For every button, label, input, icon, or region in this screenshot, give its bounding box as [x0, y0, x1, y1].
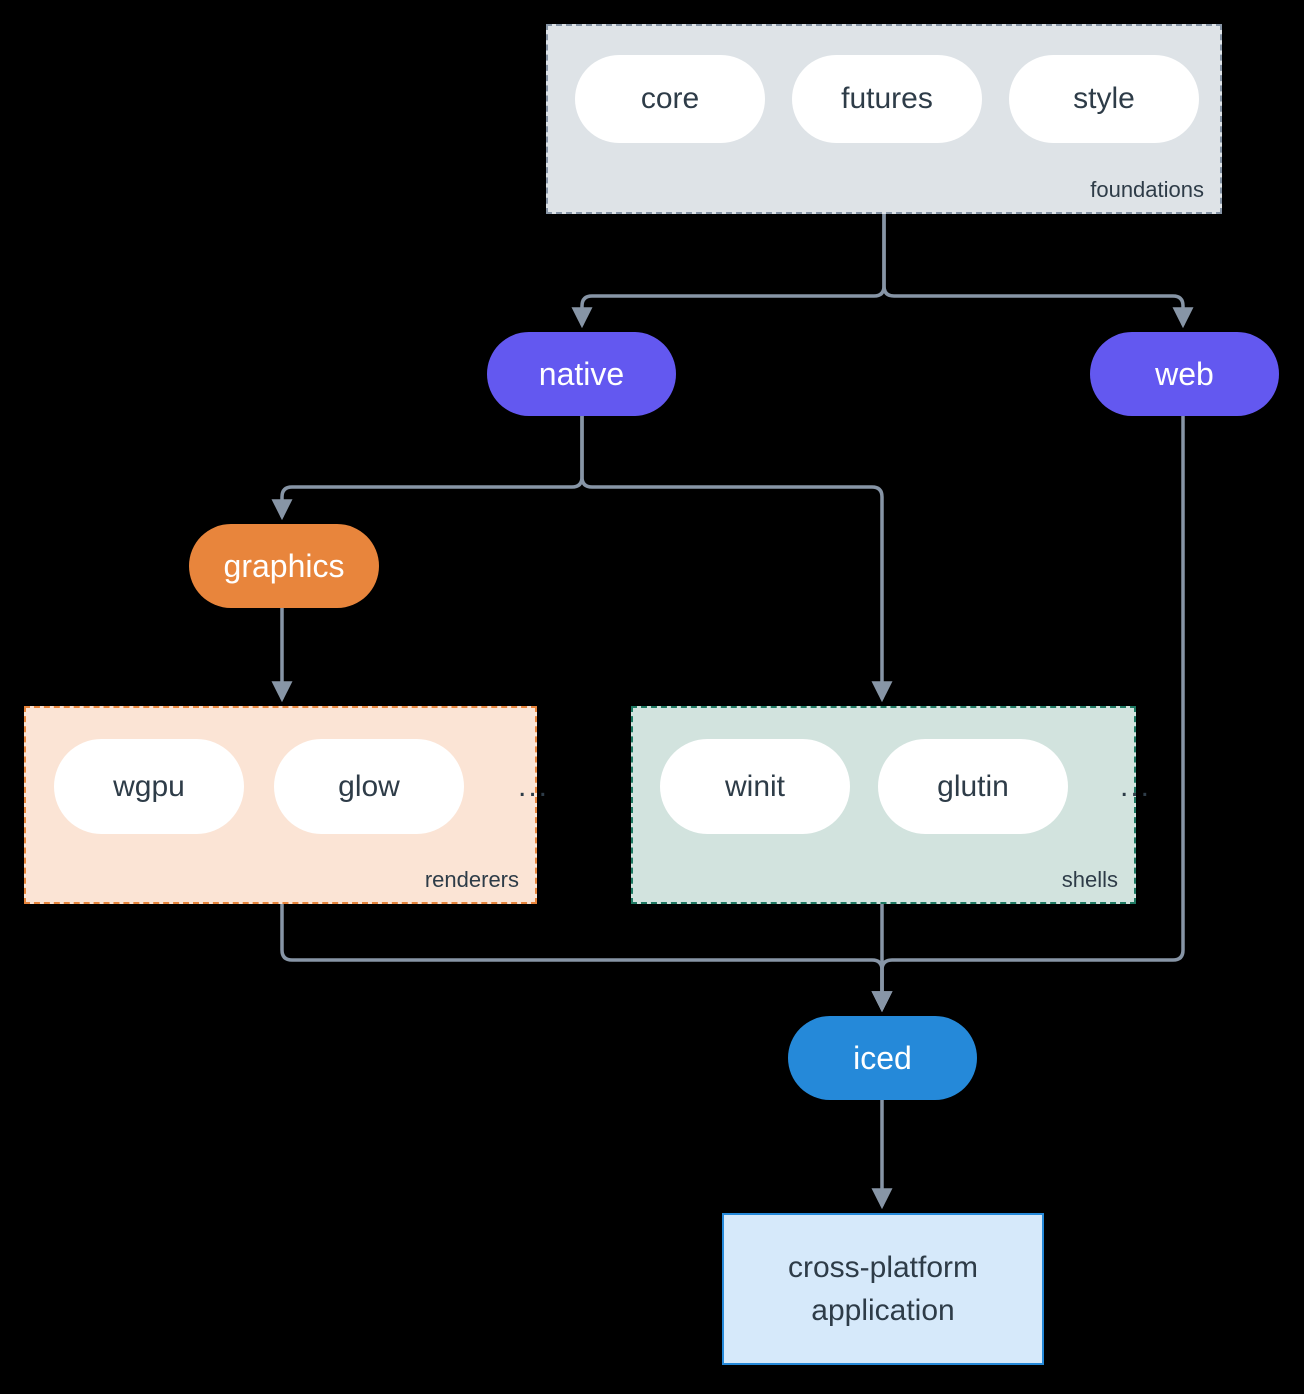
node-application-label-line2: application	[811, 1294, 955, 1327]
renderers-item-glow[interactable]: glow	[274, 739, 464, 834]
foundations-item-row: core futures style	[575, 55, 1199, 143]
foundations-item-core-label: core	[640, 82, 700, 115]
shells-item-winit[interactable]: winit	[660, 739, 850, 834]
node-iced-label: iced	[853, 1039, 912, 1076]
node-native-label: native	[538, 355, 625, 392]
group-renderers[interactable]: wgpu glow ... renderers	[24, 706, 547, 904]
foundations-item-core[interactable]: core	[575, 55, 765, 143]
edge-renderers-iced	[280, 902, 893, 1013]
foundations-item-style[interactable]: style	[1009, 55, 1199, 143]
node-native[interactable]: native	[487, 332, 676, 416]
edge-foundations-web	[882, 212, 1194, 329]
edge-native-graphics	[271, 414, 584, 521]
renderers-more-ellipsis: ...	[518, 769, 550, 803]
edge-native-shells	[580, 414, 893, 703]
renderers-item-row: wgpu glow ...	[54, 739, 549, 834]
shells-item-row: winit glutin ...	[660, 739, 1151, 834]
renderers-item-glow-label: glow	[338, 769, 400, 803]
node-application-label-line1: cross-platform	[787, 1250, 979, 1284]
foundations-item-style-label: style	[1073, 82, 1135, 115]
shells-item-glutin-label: glutin	[937, 769, 1009, 803]
foundations-item-futures[interactable]: futures	[792, 55, 982, 143]
node-graphics-label: graphics	[223, 547, 345, 584]
foundations-item-futures-label: futures	[841, 82, 933, 115]
node-iced[interactable]: iced	[788, 1016, 977, 1100]
shells-more-ellipsis: ...	[1120, 769, 1152, 803]
node-web[interactable]: web	[1090, 332, 1279, 416]
renderers-item-wgpu[interactable]: wgpu	[54, 739, 244, 834]
group-foundations[interactable]: core futures style foundations	[546, 24, 1222, 214]
node-web-label: web	[1155, 355, 1214, 392]
group-foundations-label: foundations	[1090, 177, 1204, 202]
node-graphics[interactable]: graphics	[189, 524, 379, 608]
shells-item-winit-label: winit	[724, 769, 785, 803]
group-shells[interactable]: winit glutin ... shells	[631, 706, 1149, 904]
group-renderers-label: renderers	[424, 867, 519, 892]
edge-foundations-native	[571, 212, 886, 329]
group-shells-label: shells	[1061, 867, 1118, 892]
shells-item-glutin[interactable]: glutin	[878, 739, 1068, 834]
node-cross-platform-application[interactable]: cross-platform application	[722, 1213, 1044, 1365]
renderers-item-wgpu-label: wgpu	[113, 769, 185, 803]
